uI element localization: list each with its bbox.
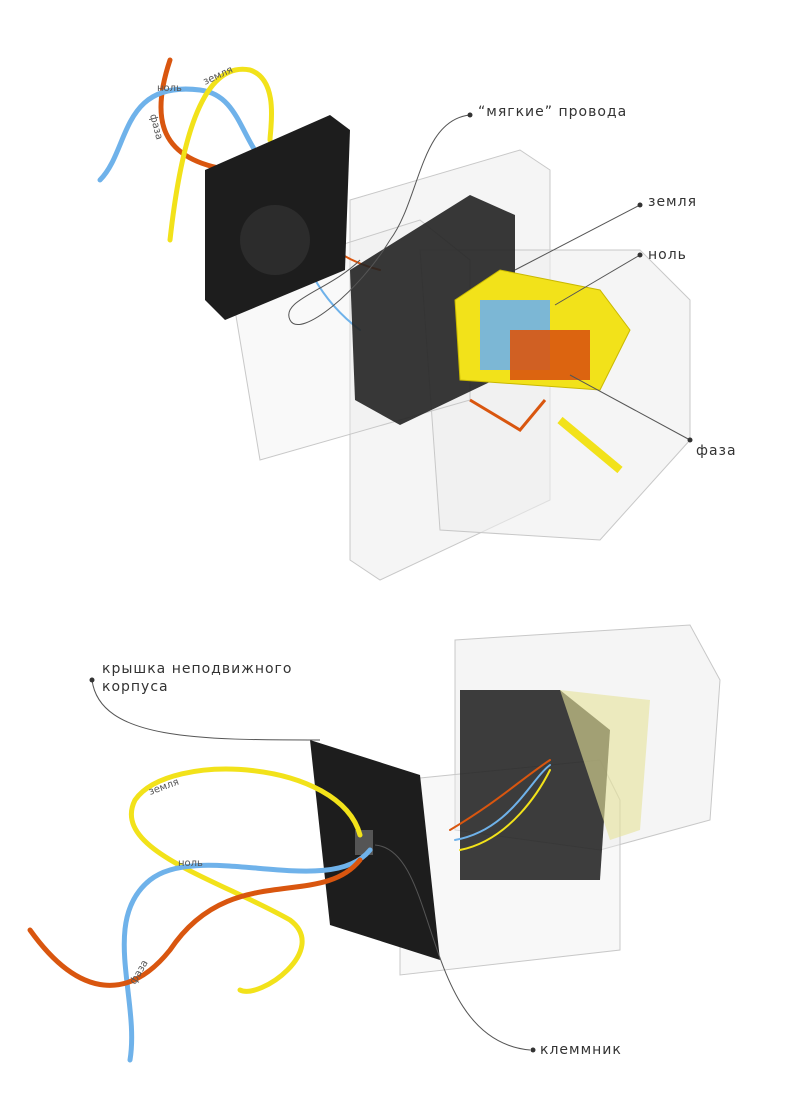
callout-neutral: ноль — [648, 247, 687, 263]
callout-ground: земля — [648, 194, 697, 210]
front-block — [460, 690, 650, 880]
cover-plate — [310, 740, 440, 960]
rear-cover — [205, 115, 350, 320]
callout-phase: фаза — [696, 443, 737, 459]
top-wire-label-neutral: ноль — [157, 83, 182, 94]
bottom-wire-label-neutral: ноль — [178, 858, 203, 869]
callout-terminal: клеммник — [540, 1042, 622, 1058]
callout-soft-wires: “мягкие” провода — [478, 104, 628, 120]
contacts — [454, 269, 631, 474]
top-wire-label-ground: земля — [202, 64, 235, 87]
wires — [27, 759, 551, 1063]
bottom-assembly: земля ноль фаза — [27, 624, 721, 1063]
callout-lines — [288, 114, 691, 441]
callout-lines — [91, 679, 531, 1051]
callout-cover: крышка неподвижного корпуса — [102, 661, 293, 695]
top-assembly — [97, 57, 693, 581]
